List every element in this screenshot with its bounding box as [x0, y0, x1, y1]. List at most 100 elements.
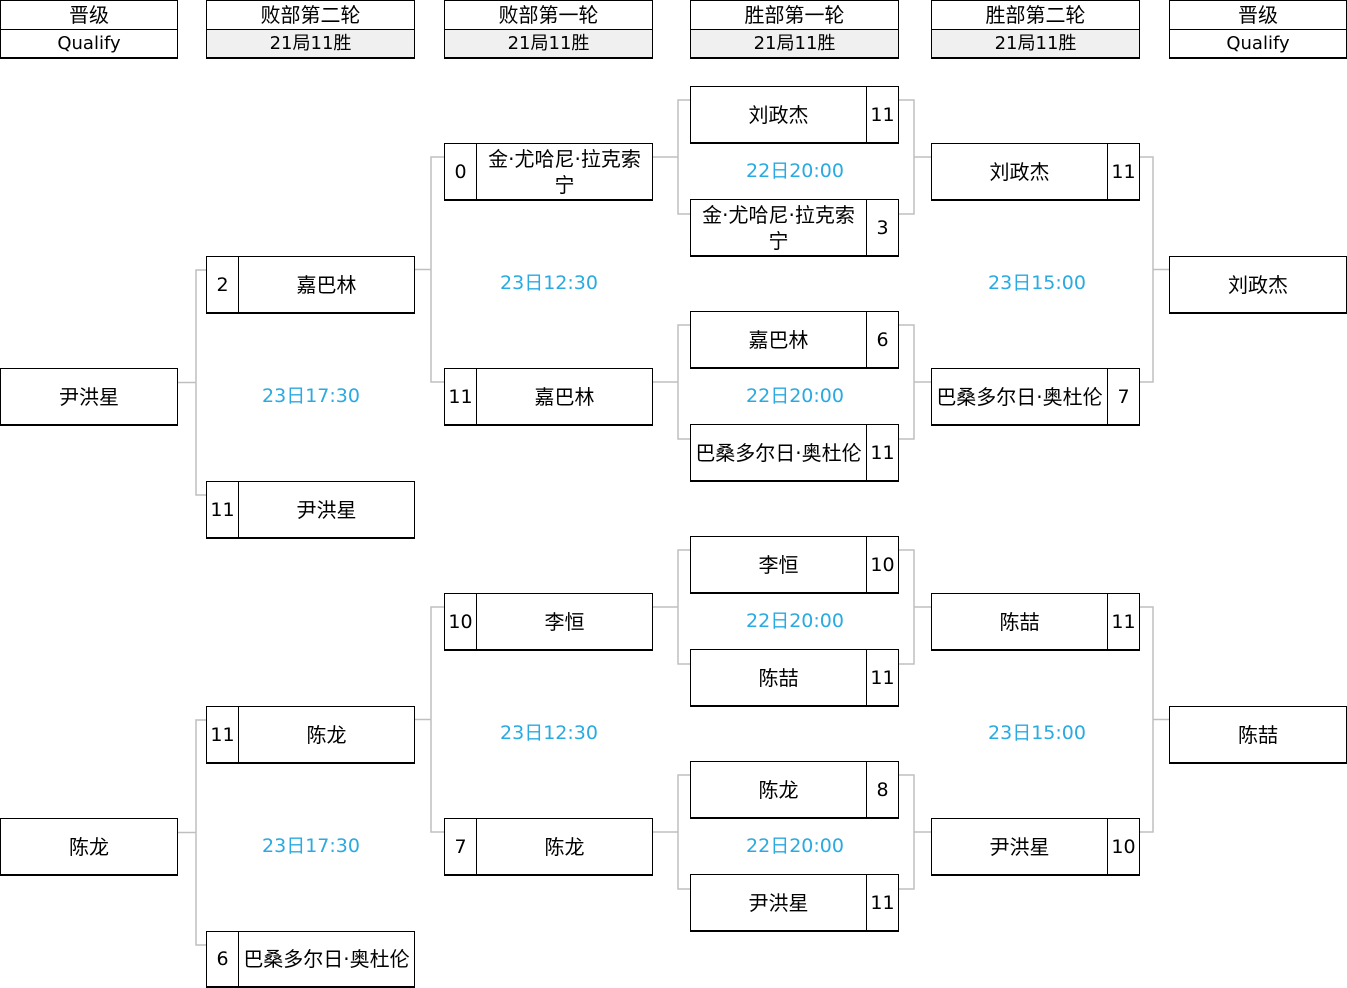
player-score: 10 [445, 594, 477, 649]
winners-r1-m3-player1[interactable]: 李恒 10 [690, 536, 899, 594]
player-name: 尹洪星 [296, 497, 357, 522]
match-time: 22日20:00 [746, 835, 844, 857]
winners-r2-m1-player2[interactable]: 巴桑多尔日·奥杜伦 7 [931, 368, 1140, 426]
player-score: 7 [1107, 369, 1139, 424]
header-subtitle: 21局11胜 [445, 30, 652, 57]
winners-r1-m4-player2[interactable]: 尹洪星 11 [690, 874, 899, 932]
player-name: 巴桑多尔日·奥杜伦 [936, 384, 1103, 409]
losers-r2-m1-player1[interactable]: 2 嘉巴林 [206, 256, 415, 314]
header-title: 败部第二轮 [207, 1, 414, 30]
player-name: 巴桑多尔日·奥杜伦 [695, 440, 862, 465]
player-score: 0 [445, 144, 477, 199]
header-title: 胜部第二轮 [932, 1, 1139, 30]
losers-r1-m2-player2[interactable]: 7 陈龙 [444, 818, 653, 876]
player-name: 陈龙 [306, 722, 347, 747]
player-score: 11 [1107, 144, 1139, 199]
player-name: 陈喆 [758, 665, 799, 690]
qualify-right-1[interactable]: 刘政杰 [1169, 256, 1347, 314]
player-score: 11 [866, 87, 898, 142]
match-time: 23日17:30 [262, 835, 360, 857]
header-qualify-left: 晋级 Qualify [0, 0, 178, 59]
qualify-right-2[interactable]: 陈喆 [1169, 706, 1347, 764]
header-title: 胜部第一轮 [691, 1, 898, 30]
wr2-m2-arms [1140, 606, 1154, 833]
player-score: 11 [207, 482, 239, 537]
player-score: 10 [1107, 819, 1139, 874]
player-score: 11 [866, 875, 898, 930]
player-name: 嘉巴林 [296, 272, 357, 297]
header-subtitle: Qualify [57, 33, 121, 54]
player-score: 11 [866, 425, 898, 480]
player-name: 陈龙 [69, 834, 109, 859]
winners-r2-m2-player1[interactable]: 陈喆 11 [931, 593, 1140, 651]
match-time: 23日15:00 [988, 272, 1086, 294]
wr1-m2-arms [899, 324, 915, 440]
header-winners-round-1: 胜部第一轮 21局11胜 [690, 0, 899, 59]
match-time: 23日15:00 [988, 722, 1086, 744]
player-name: 金·尤哈尼·拉克索宁 [488, 146, 641, 197]
wr1-m1-arms [899, 99, 915, 215]
losers-r2-m1-player2[interactable]: 11 尹洪星 [206, 481, 415, 539]
match-time: 22日20:00 [746, 160, 844, 182]
wr1-m2-left-arms [677, 324, 690, 440]
player-name: 尹洪星 [59, 384, 119, 409]
player-name: 陈龙 [758, 777, 799, 802]
player-score: 8 [866, 762, 898, 817]
player-name: 陈喆 [999, 609, 1040, 634]
losers-r1-m1-player1[interactable]: 0 金·尤哈尼·拉克索宁 [444, 143, 653, 201]
winners-r1-m1-player2[interactable]: 金·尤哈尼·拉克索宁 3 [690, 199, 899, 257]
header-losers-round-1: 败部第一轮 21局11胜 [444, 0, 653, 59]
player-score: 11 [207, 707, 239, 762]
player-score: 10 [866, 537, 898, 592]
qualify-left-1[interactable]: 尹洪星 [0, 368, 178, 426]
match-time: 23日12:30 [500, 272, 598, 294]
player-name: 陈喆 [1238, 722, 1278, 747]
player-score: 2 [207, 257, 239, 312]
winners-r1-m2-player1[interactable]: 嘉巴林 6 [690, 311, 899, 369]
player-score: 11 [1107, 594, 1139, 649]
player-name: 李恒 [544, 609, 585, 634]
header-qualify-right: 晋级 Qualify [1169, 0, 1347, 59]
losers-r2-m2-player2[interactable]: 6 巴桑多尔日·奥杜伦 [206, 931, 415, 988]
player-name: 巴桑多尔日·奥杜伦 [243, 947, 410, 971]
wr1-m1-left-arms [677, 99, 690, 215]
header-title: 败部第一轮 [445, 1, 652, 30]
winners-r2-m1-player1[interactable]: 刘政杰 11 [931, 143, 1140, 201]
player-score: 11 [445, 369, 477, 424]
winners-r1-m1-player1[interactable]: 刘政杰 11 [690, 86, 899, 144]
header-subtitle: 21局11胜 [207, 30, 414, 57]
header-winners-round-2: 胜部第二轮 21局11胜 [931, 0, 1140, 59]
winners-r2-m2-player2[interactable]: 尹洪星 10 [931, 818, 1140, 876]
wr1-m3-arms [899, 549, 915, 665]
match-time: 22日20:00 [746, 385, 844, 407]
player-name: 嘉巴林 [748, 327, 809, 352]
wr2-m1-arms [1140, 156, 1154, 383]
player-name: 尹洪星 [989, 834, 1050, 859]
losers-r1-m2-player1[interactable]: 10 李恒 [444, 593, 653, 651]
losers-r2-m2-player1[interactable]: 11 陈龙 [206, 706, 415, 764]
header-title: 晋级 [1170, 1, 1346, 30]
match-time: 22日20:00 [746, 610, 844, 632]
header-subtitle: Qualify [1226, 33, 1290, 54]
player-score: 11 [866, 650, 898, 705]
losers-r1-m1-player2[interactable]: 11 嘉巴林 [444, 368, 653, 426]
lr2-m1-arms [195, 269, 206, 496]
header-subtitle: 21局11胜 [691, 30, 898, 57]
player-name: 嘉巴林 [534, 384, 595, 409]
match-time: 23日12:30 [500, 722, 598, 744]
qualify-left-2[interactable]: 陈龙 [0, 818, 178, 876]
player-name: 刘政杰 [748, 102, 809, 127]
winners-r1-m4-player1[interactable]: 陈龙 8 [690, 761, 899, 819]
header-losers-round-2: 败部第二轮 21局11胜 [206, 0, 415, 59]
header-title: 晋级 [1, 1, 177, 30]
winners-r1-m3-player2[interactable]: 陈喆 11 [690, 649, 899, 707]
player-score: 6 [866, 312, 898, 367]
player-name: 金·尤哈尼·拉克索宁 [702, 202, 855, 253]
match-time: 23日17:30 [262, 385, 360, 407]
winners-r1-m2-player2[interactable]: 巴桑多尔日·奥杜伦 11 [690, 424, 899, 482]
lr2-m2-arms [195, 719, 206, 946]
player-name: 李恒 [758, 552, 799, 577]
player-name: 刘政杰 [989, 159, 1050, 184]
wr1-m3-left-arms [677, 549, 690, 665]
